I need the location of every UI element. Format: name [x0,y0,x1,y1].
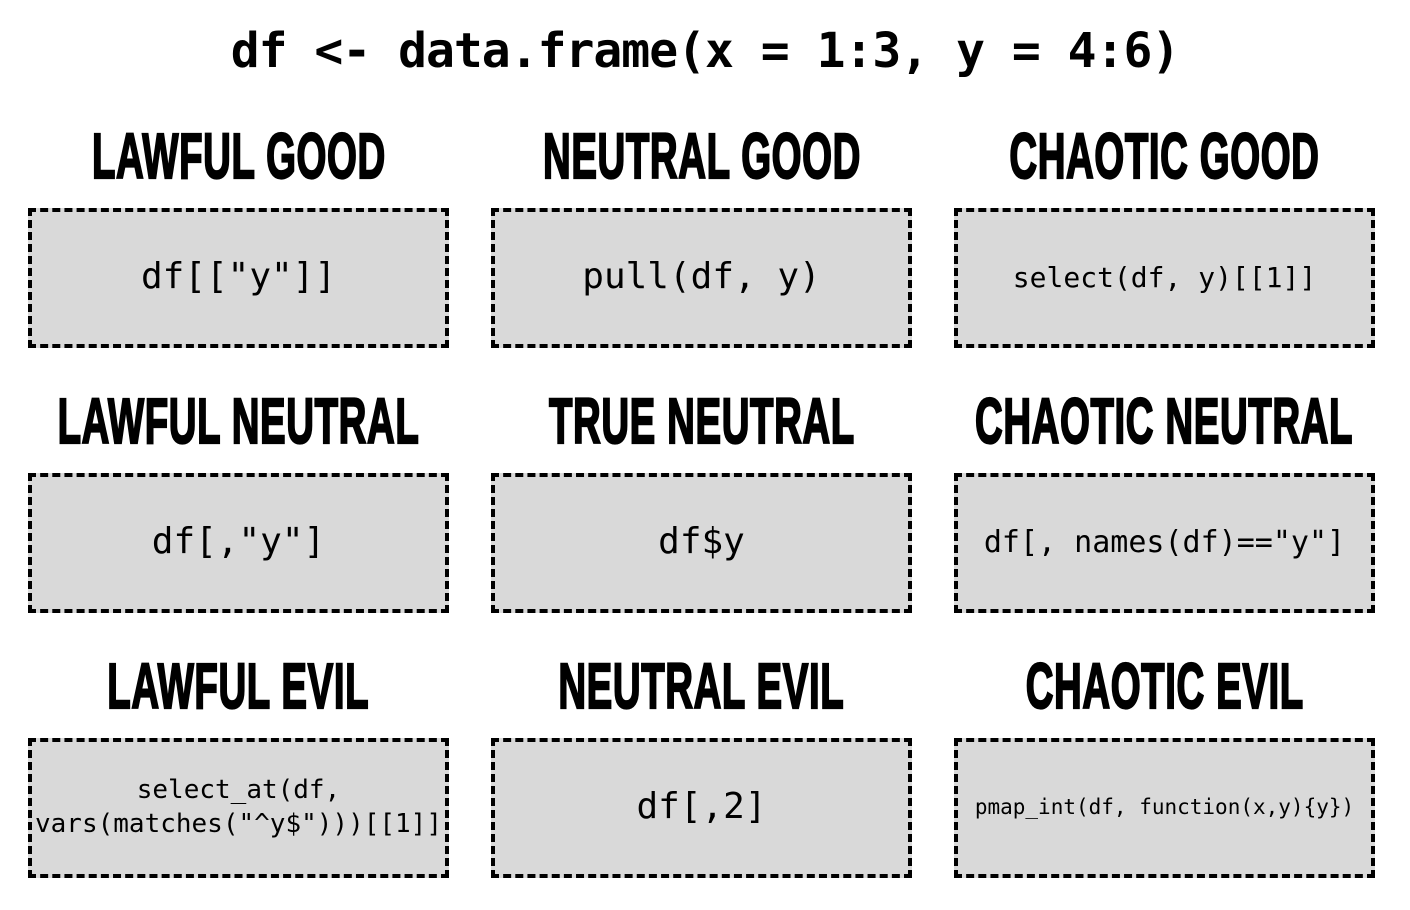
heading-chaotic-evil: CHAOTIC EVIL [954,653,1375,719]
code-box-lawful-good: df[["y"]] [28,207,449,348]
code-snippet: df[,2] [636,786,767,828]
cell-neutral-good: NEUTRAL GOOD pull(df, y) [491,123,912,348]
heading-neutral-evil: NEUTRAL EVIL [491,653,912,719]
alignment-label: CHAOTIC EVIL [1025,649,1304,722]
cell-lawful-evil: LAWFUL EVIL select_at(df, vars(matches("… [28,653,449,878]
cell-lawful-good: LAWFUL GOOD df[["y"]] [28,123,449,348]
code-box-lawful-neutral: df[,"y"] [28,472,449,613]
alignment-label: LAWFUL NEUTRAL [57,384,420,457]
code-snippet: df$y [658,521,745,563]
heading-true-neutral: TRUE NEUTRAL [491,388,912,454]
code-box-chaotic-evil: pmap_int(df, function(x,y){y}) [954,737,1375,878]
alignment-label: CHAOTIC GOOD [1009,119,1320,192]
code-snippet: df[,"y"] [151,521,326,563]
code-box-neutral-good: pull(df, y) [491,207,912,348]
cell-chaotic-neutral: CHAOTIC NEUTRAL df[, names(df)=="y"] [954,388,1375,613]
code-snippet: pmap_int(df, function(x,y){y}) [974,795,1355,820]
page-title: df <- data.frame(x = 1:3, y = 4:6) [230,23,1181,79]
heading-neutral-good: NEUTRAL GOOD [491,123,912,189]
cell-chaotic-good: CHAOTIC GOOD select(df, y)[[1]] [954,123,1375,348]
code-box-lawful-evil: select_at(df, vars(matches("^y$")))[[1]] [28,737,449,878]
cell-chaotic-evil: CHAOTIC EVIL pmap_int(df, function(x,y){… [954,653,1375,878]
code-snippet: pull(df, y) [582,256,821,298]
code-box-neutral-evil: df[,2] [491,737,912,878]
cell-true-neutral: TRUE NEUTRAL df$y [491,388,912,613]
alignment-label: LAWFUL EVIL [107,649,370,722]
r-alignment-chart: df <- data.frame(x = 1:3, y = 4:6) LAWFU… [0,25,1410,878]
code-snippet: df[, names(df)=="y"] [983,525,1346,561]
cell-lawful-neutral: LAWFUL NEUTRAL df[,"y"] [28,388,449,613]
alignment-label: LAWFUL GOOD [91,119,386,192]
code-snippet: df[["y"]] [140,256,337,298]
heading-lawful-neutral: LAWFUL NEUTRAL [28,388,449,454]
alignment-label: NEUTRAL GOOD [542,119,861,192]
heading-chaotic-neutral: CHAOTIC NEUTRAL [954,388,1375,454]
alignment-grid: LAWFUL GOOD df[["y"]] NEUTRAL GOOD pull(… [28,123,1410,878]
code-box-chaotic-neutral: df[, names(df)=="y"] [954,472,1375,613]
code-box-true-neutral: df$y [491,472,912,613]
heading-chaotic-good: CHAOTIC GOOD [954,123,1375,189]
alignment-label: CHAOTIC NEUTRAL [975,384,1354,457]
alignment-label: NEUTRAL EVIL [558,649,845,722]
cell-neutral-evil: NEUTRAL EVIL df[,2] [491,653,912,878]
code-snippet: select_at(df, vars(matches("^y$")))[[1]] [35,775,442,839]
code-box-chaotic-good: select(df, y)[[1]] [954,207,1375,348]
heading-lawful-good: LAWFUL GOOD [28,123,449,189]
code-snippet: select(df, y)[[1]] [1012,260,1317,294]
heading-lawful-evil: LAWFUL EVIL [28,653,449,719]
alignment-label: TRUE NEUTRAL [548,384,855,457]
